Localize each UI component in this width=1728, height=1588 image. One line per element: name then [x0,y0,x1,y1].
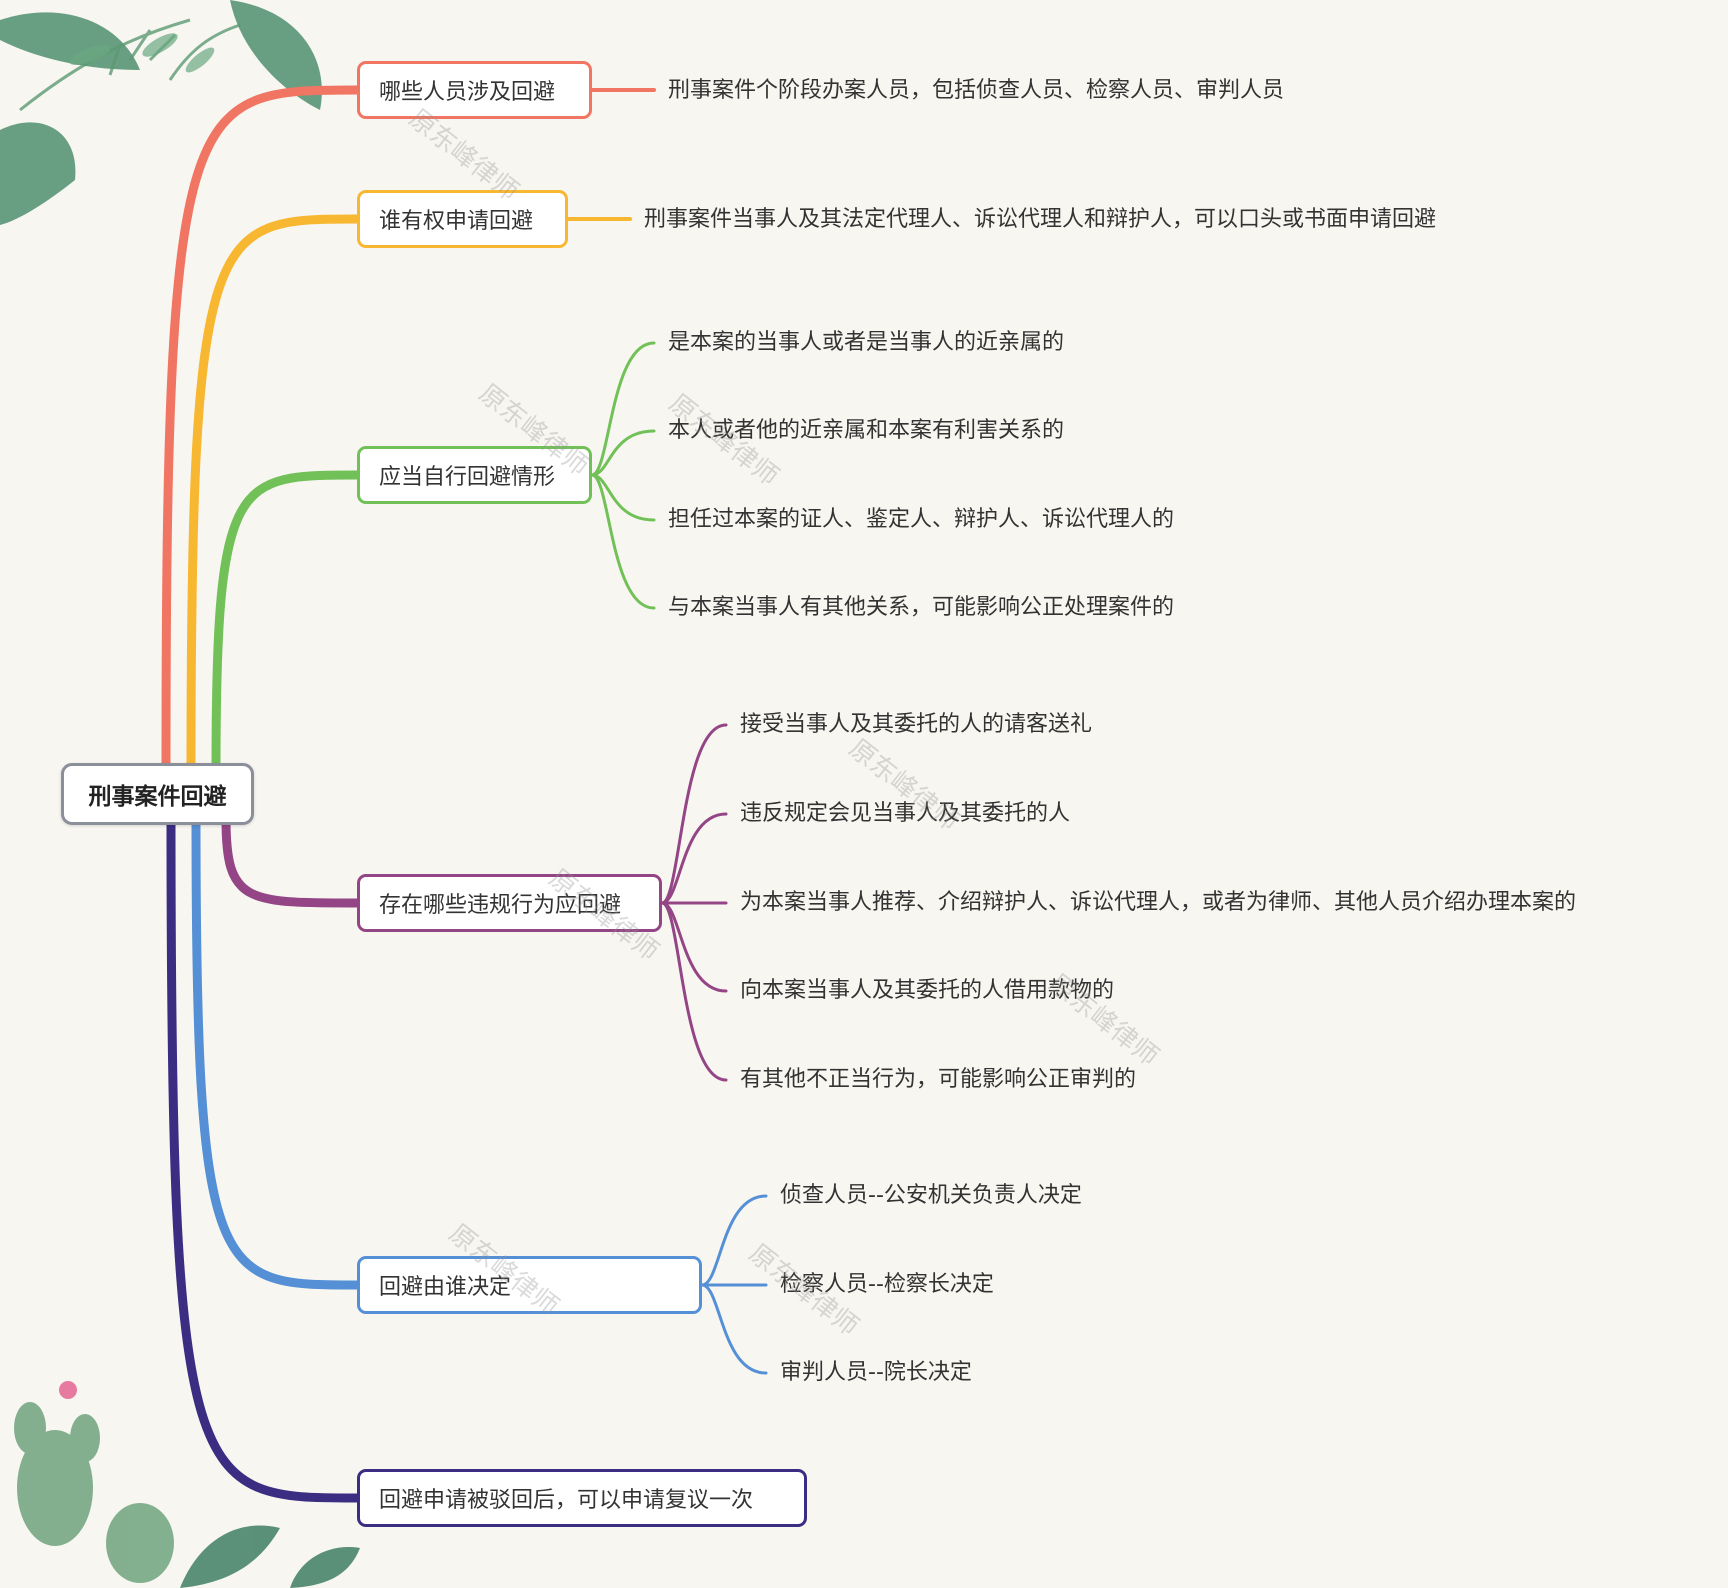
leaf-connector [700,1283,768,1375]
leaf-text: 是本案的当事人或者是当事人的近亲属的 [668,330,1065,355]
leaf-connector [660,723,728,905]
branch-node[interactable]: 存在哪些违规行为应回避 [357,874,662,932]
leaf-connector [660,901,728,1082]
leaf-text: 刑事案件当事人及其法定代理人、诉讼代理人和辩护人，可以口头或书面申请回避 [644,207,1437,232]
root-node[interactable]: 刑事案件回避 [61,763,254,825]
branch-connector [221,814,362,908]
branch-node[interactable]: 哪些人员涉及回避 [357,61,592,119]
leaf-decoration-top-left [0,0,322,225]
branch-node[interactable]: 回避申请被驳回后，可以申请复议一次 [357,1469,807,1527]
leaf-text: 刑事案件个阶段办案人员，包括侦查人员、检察人员、审判人员 [668,78,1285,103]
branch-node[interactable]: 应当自行回避情形 [357,446,592,504]
branch-node[interactable]: 回避由谁决定 [357,1256,702,1314]
leaf-text: 接受当事人及其委托的人的请客送礼 [740,712,1093,737]
leaf-text: 侦查人员--公安机关负责人决定 [780,1183,1082,1208]
leaf-connector [590,473,656,610]
leaf-text: 向本案当事人及其委托的人借用款物的 [740,978,1115,1003]
leaf-connector [660,812,728,905]
leaf-text: 违反规定会见当事人及其委托的人 [740,801,1071,826]
branch-connector [191,814,362,1290]
cactus-decoration-bottom-left [14,1381,360,1588]
leaf-text: 担任过本案的证人、鉴定人、辩护人、诉讼代理人的 [668,507,1175,532]
branch-connector [161,85,362,774]
branch-connector [211,470,362,774]
leaf-connector [590,341,656,477]
branch-node[interactable]: 谁有权申请回避 [357,190,568,248]
leaf-text: 与本案当事人有其他关系，可能影响公正处理案件的 [668,595,1175,620]
leaf-text: 检察人员--检察长决定 [780,1272,994,1297]
leaf-connector [700,1194,768,1287]
leaf-text: 为本案当事人推荐、介绍辩护人、诉讼代理人，或者为律师、其他人员介绍办理本案的 [740,890,1577,915]
leaf-connector [590,429,656,477]
branch-connector [186,214,362,774]
leaf-text: 有其他不正当行为，可能影响公正审判的 [740,1067,1137,1092]
leaf-text: 本人或者他的近亲属和本案有利害关系的 [668,418,1065,443]
leaf-text: 审判人员--院长决定 [780,1360,972,1385]
leaf-connector [590,473,656,522]
branch-connector [166,814,362,1503]
